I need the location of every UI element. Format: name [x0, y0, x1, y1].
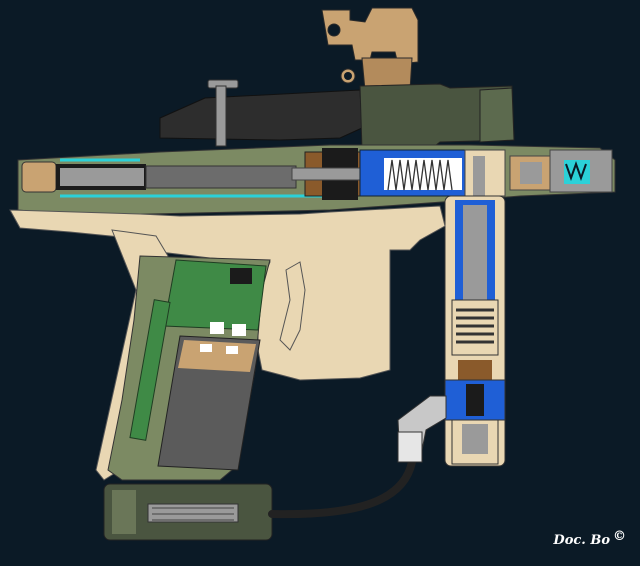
- foregrip-regulator-icon: [444, 195, 506, 467]
- main-spring-icon: [359, 149, 469, 197]
- bolt-icon: [21, 158, 330, 198]
- hammer-icon: [291, 148, 366, 200]
- trigger-icon: [279, 261, 306, 351]
- copyright-symbol: ©: [613, 529, 626, 544]
- elbow-fitting-icon: [397, 395, 447, 463]
- air-hose-icon: [268, 458, 416, 519]
- author-signature: Doc. Bo©: [553, 529, 626, 548]
- valve-icon: [464, 149, 613, 197]
- battery-icon: [157, 335, 261, 471]
- barrel-receiver-icon: [159, 79, 515, 151]
- feedneck-clamp-icon: [321, 7, 419, 91]
- signature-author: Doc. Bo: [553, 533, 610, 548]
- circuit-board-icon: [129, 259, 267, 441]
- asa-icon: [103, 483, 273, 541]
